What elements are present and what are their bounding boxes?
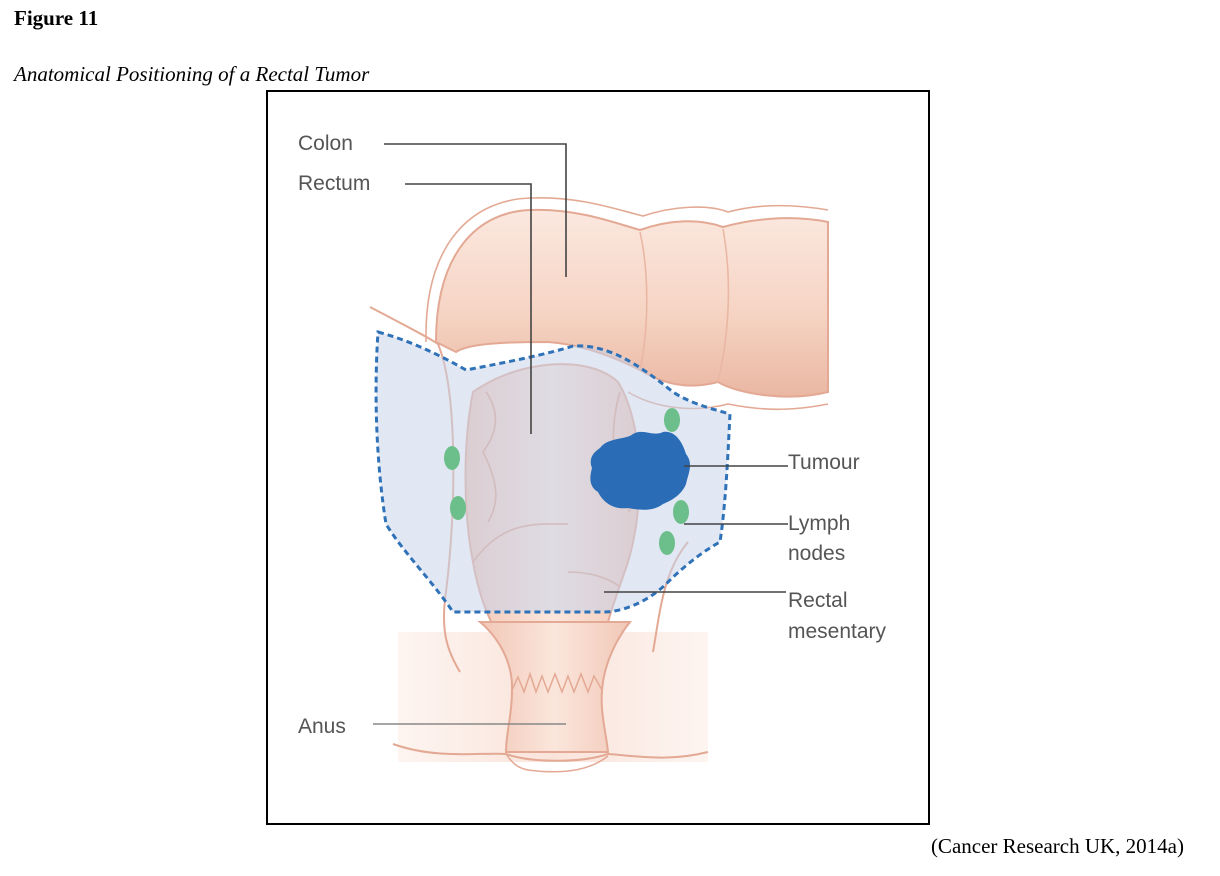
rectal-anatomy-diagram: Colon Rectum Tumour Lymph nodes Rectal m… — [298, 132, 887, 773]
anal-canal — [477, 621, 633, 753]
figure-number: Figure 11 — [14, 6, 99, 30]
tumour — [590, 431, 691, 510]
anal-columns — [511, 671, 603, 695]
label-rectum: Rectum — [298, 172, 370, 195]
figure-citation: (Cancer Research UK, 2014a) — [930, 834, 1184, 858]
leader-lines — [373, 143, 788, 725]
lymph-node — [450, 496, 466, 520]
perineum-skin — [392, 743, 709, 762]
lymph-node — [659, 531, 675, 555]
lymph-node — [664, 408, 680, 432]
lymph-node — [444, 446, 460, 470]
colon-leader — [384, 143, 567, 277]
lymph-node — [673, 500, 689, 524]
label-mesentary-line2: mesentary — [788, 620, 887, 643]
rectum-leader — [405, 183, 532, 434]
figure-title: Anatomical Positioning of a Rectal Tumor — [14, 62, 370, 86]
label-lymph-line1: Lymph — [788, 512, 850, 535]
label-mesentary-line1: Rectal — [788, 589, 848, 612]
colon-membrane — [425, 197, 829, 343]
label-tumour: Tumour — [788, 451, 860, 474]
diagram-frame: Colon Rectum Tumour Lymph nodes Rectal m… — [266, 90, 930, 825]
label-colon: Colon — [298, 132, 353, 155]
perineum-skin-lower — [505, 753, 609, 773]
label-lymph-line2: nodes — [788, 542, 845, 565]
colon-haustra — [639, 228, 730, 383]
label-anus: Anus — [298, 715, 346, 738]
